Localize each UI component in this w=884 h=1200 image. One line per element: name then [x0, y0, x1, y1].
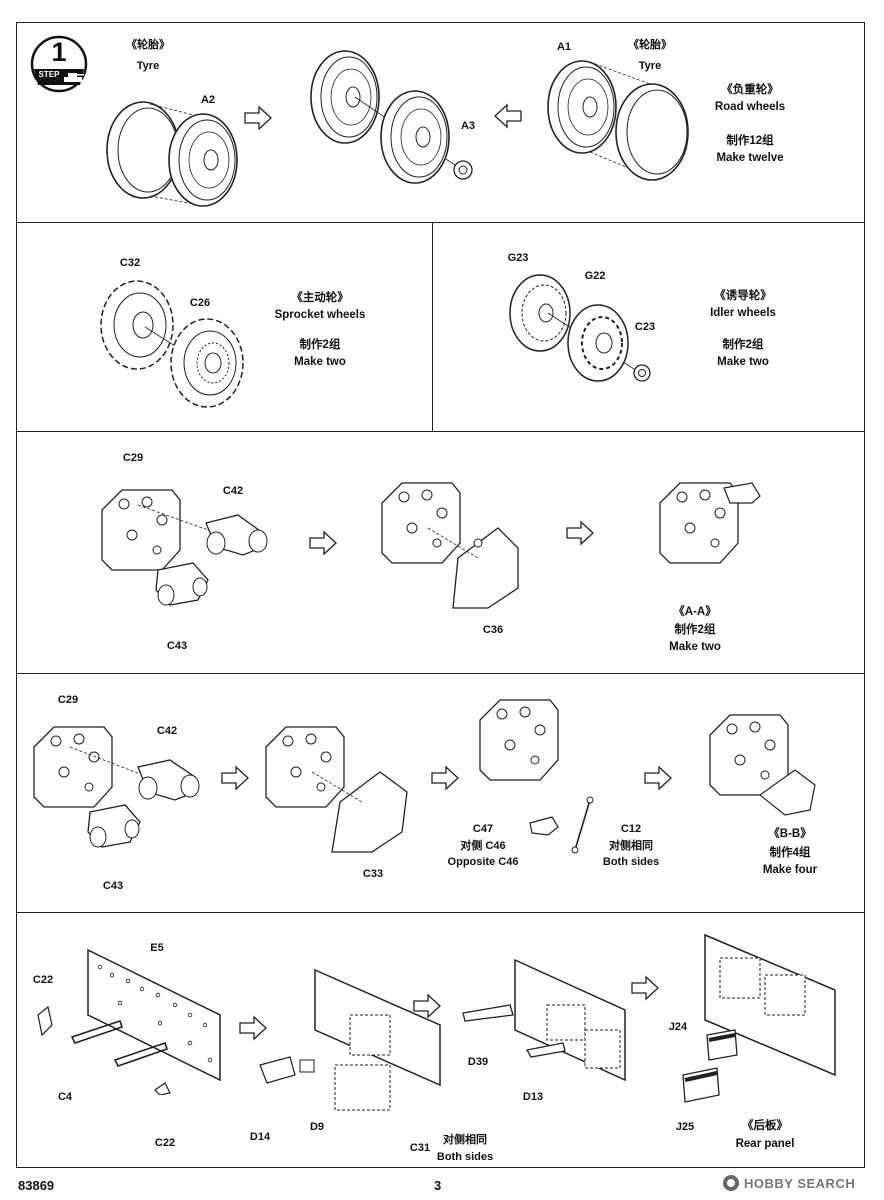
part-j24: J24 [668, 1021, 688, 1033]
part-c4: C4 [57, 1091, 73, 1103]
hobby-search-watermark: HOBBY SEARCH [722, 1172, 855, 1194]
bracket-b-links-drawing [479, 699, 594, 854]
section-a-a: 《A-A》 [673, 606, 717, 618]
product-code: 83869 [18, 1178, 55, 1193]
part-e5: E5 [150, 942, 164, 954]
tyre-left-en: Tyre [136, 60, 160, 72]
rear-panel-en: Rear panel [735, 1138, 795, 1150]
part-c26: C26 [189, 297, 211, 309]
part-a1: A1 [556, 41, 572, 53]
road-wheels-qty-en: Make twelve [716, 152, 784, 164]
part-c31: C31 [409, 1142, 431, 1154]
bracket-a-qty-cn: 制作2组 [674, 624, 716, 636]
bracket-b-assembly-drawing [265, 726, 408, 853]
road-wheels-qty-cn: 制作12组 [726, 135, 774, 147]
idler-qty-en: Make two [717, 356, 769, 368]
section-b-b: 《B-B》 [768, 828, 812, 840]
tyre-right-en: Tyre [638, 60, 662, 72]
both-sides-cn-6: 对侧相同 [443, 1134, 487, 1146]
idler-wheels-drawing [509, 274, 651, 382]
tyre-right-drawing [547, 60, 689, 181]
sprocket-title-cn: 《主动轮》 [291, 292, 349, 304]
part-g23: G23 [507, 252, 529, 264]
arrow-right-1 [244, 106, 272, 130]
bracket-a-qty-en: Make two [669, 641, 721, 653]
watermark-text: HOBBY SEARCH [744, 1175, 856, 1191]
part-c33: C33 [362, 868, 384, 880]
arrow-right-4b [566, 521, 594, 545]
part-d39: D39 [467, 1056, 489, 1068]
part-c42-a: C42 [222, 485, 244, 497]
tyre-left-drawing [106, 101, 238, 207]
part-c12: C12 [620, 823, 642, 835]
road-wheel-assembly-drawing [310, 50, 473, 184]
step-number: 1 [51, 37, 67, 67]
part-j25: J25 [675, 1121, 695, 1133]
rear-plate-result-drawing [682, 933, 836, 1103]
part-c29-a: C29 [122, 452, 144, 464]
part-c36: C36 [482, 624, 504, 636]
hobby-search-logo-icon [723, 1175, 739, 1191]
opposite-c46-cn: 对侧 C46 [460, 840, 506, 852]
part-g22: G22 [584, 270, 606, 282]
part-a2: A2 [200, 94, 216, 106]
both-sides-en-6: Both sides [436, 1151, 494, 1163]
arrow-right-6c [631, 976, 659, 1000]
opposite-c46-en: Opposite C46 [447, 856, 519, 868]
sprocket-wheels-drawing [100, 280, 244, 408]
bracket-a-assembly-drawing [381, 482, 519, 609]
part-c23: C23 [634, 321, 656, 333]
both-sides-en-5: Both sides [602, 856, 660, 868]
idler-title-cn: 《诱导轮》 [714, 290, 772, 302]
part-c42-b: C42 [156, 725, 178, 737]
rear-plate-d39-drawing [462, 958, 626, 1082]
bracket-a-parts-drawing [101, 489, 268, 606]
tyre-left-cn: 《轮胎》 [126, 39, 170, 51]
tyre-right-cn: 《轮胎》 [628, 39, 672, 51]
idler-qty-cn: 制作2组 [722, 339, 764, 351]
part-d14: D14 [249, 1131, 271, 1143]
bracket-a-result-drawing [659, 482, 761, 564]
sprocket-title-en: Sprocket wheels [274, 309, 366, 321]
part-c47: C47 [472, 823, 494, 835]
step-label: STEP [38, 70, 60, 79]
part-c43-b: C43 [102, 880, 124, 892]
part-a3: A3 [460, 120, 476, 132]
rear-panel-cn: 《后板》 [742, 1120, 788, 1132]
arrow-right-6b [413, 994, 441, 1018]
sprocket-qty-cn: 制作2组 [299, 339, 341, 351]
road-wheels-title-en: Road wheels [714, 101, 786, 113]
part-c43-a: C43 [166, 640, 188, 652]
tank-icon [64, 73, 84, 82]
bracket-b-qty-cn: 制作4组 [769, 847, 811, 859]
arrow-left-1 [494, 104, 522, 128]
arrow-right-5a [221, 766, 249, 790]
bracket-b-qty-en: Make four [762, 864, 818, 876]
part-c32: C32 [119, 257, 141, 269]
part-c22-a: C22 [32, 974, 54, 986]
sprocket-qty-en: Make two [294, 356, 346, 368]
bracket-b-result-drawing [709, 714, 816, 816]
idler-title-en: Idler wheels [710, 307, 776, 319]
road-wheels-title-cn: 《负重轮》 [721, 84, 779, 96]
part-c29-b: C29 [57, 694, 79, 706]
both-sides-cn-5: 对侧相同 [609, 840, 653, 852]
part-d13: D13 [522, 1091, 544, 1103]
step-badge: 1 STEP [30, 35, 88, 93]
panel-idler-wheels [432, 222, 865, 432]
rear-plate-e5-drawing [37, 948, 221, 1095]
arrow-right-5c [644, 766, 672, 790]
rear-plate-assembly-drawing [259, 968, 441, 1111]
page-number: 3 [434, 1178, 442, 1193]
arrow-right-5b [431, 766, 459, 790]
part-d9: D9 [309, 1121, 325, 1133]
arrow-right-4a [309, 531, 337, 555]
bracket-b-parts-drawing [33, 726, 200, 848]
part-c22-b: C22 [154, 1137, 176, 1149]
